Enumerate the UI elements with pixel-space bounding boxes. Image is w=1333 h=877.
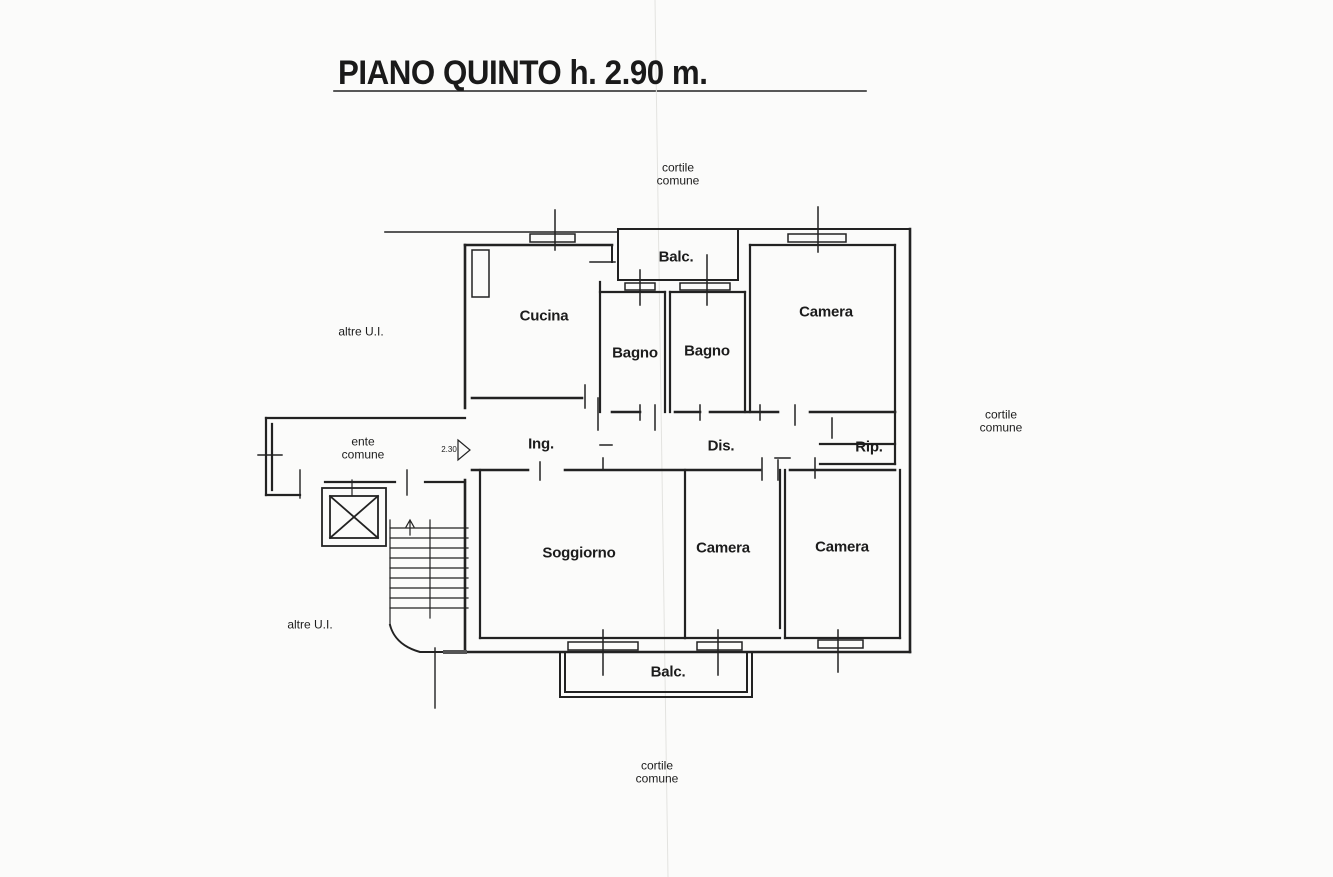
room-label-bagno-1: Bagno [612, 344, 658, 362]
elevator-shaft [321, 487, 387, 547]
cortile-bottom-line-2: comune [635, 771, 679, 785]
cortile-right-line-1: cortile [984, 407, 1018, 422]
cortile-right-line-2: comune [979, 420, 1023, 434]
outer-walls [463, 227, 912, 654]
scan-fold [654, 0, 669, 877]
page-title: PIANO QUINTO h. 2.90 m. [338, 54, 708, 92]
door-ticks [539, 384, 833, 481]
niche [471, 249, 490, 298]
room-label-camera-3: Camera [815, 538, 869, 556]
label-cortile-comune-right: cortile comune [980, 408, 1023, 433]
entrance-door-triangle [457, 438, 471, 462]
ripostiglio-walls [818, 410, 897, 466]
camera-upper-walls [748, 243, 897, 414]
top-balcony [617, 228, 739, 281]
label-altre-ui-lower: altre U.I. [287, 617, 333, 632]
room-label-ripostiglio: Rip. [855, 438, 883, 456]
windows-bottom [567, 629, 864, 676]
room-label-disimpegno: Dis. [707, 437, 735, 455]
ente-comune-walls [264, 416, 467, 497]
room-label-camera-2: Camera [696, 539, 750, 557]
stairs [389, 519, 469, 626]
corridor-upper-walls [470, 396, 897, 414]
room-label-balcone-bottom: Balc. [650, 663, 686, 681]
room-label-soggiorno: Soggiorno [542, 544, 616, 562]
door-height-label: 2.30 [441, 445, 457, 454]
room-label-balcone-top: Balc. [658, 248, 694, 266]
label-cortile-comune-bottom: cortile comune [636, 759, 679, 784]
label-cortile-comune-top: cortile comune [657, 161, 700, 186]
room-label-bagno-2: Bagno [684, 342, 730, 360]
cortile-top-line-2: comune [656, 173, 700, 187]
ente-line-1: ente [351, 434, 375, 449]
stair-curve [388, 623, 466, 653]
label-altre-ui-upper: altre U.I. [338, 324, 384, 339]
room-label-cucina: Cucina [519, 307, 569, 325]
room-label-camera-1: Camera [799, 303, 853, 321]
stairs-arrow [405, 518, 415, 536]
label-ente-comune: ente comune [342, 435, 385, 460]
cortile-top-line-1: cortile [661, 160, 695, 175]
bottom-balcony [559, 651, 753, 698]
ente-line-2: comune [341, 447, 385, 461]
cortile-bottom-line-1: cortile [640, 758, 674, 773]
lower-room-walls [478, 468, 902, 640]
windows-top [529, 206, 847, 306]
room-label-ingresso: Ing. [528, 435, 554, 453]
